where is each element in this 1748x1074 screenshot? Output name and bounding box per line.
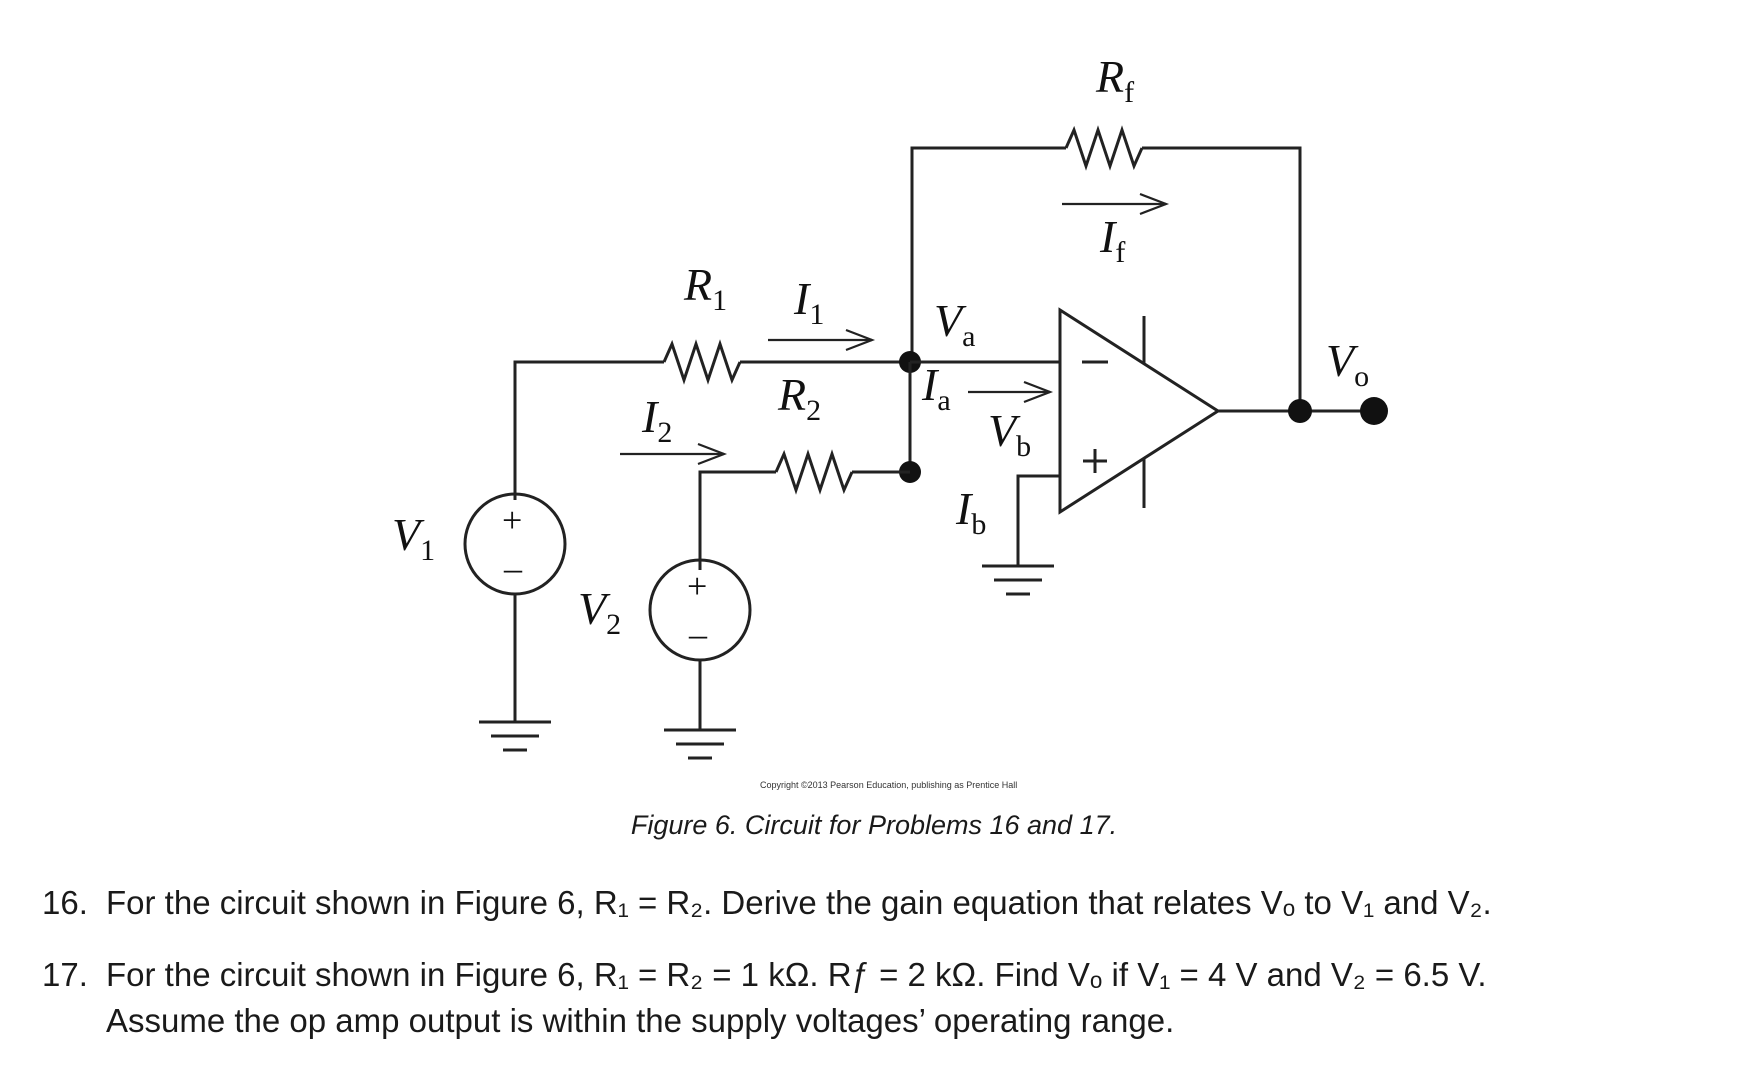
problem-text-continued: Assume the op amp output is within the s… [106, 1002, 1175, 1039]
problem-text: For the circuit shown in Figure 6, R₁ = … [106, 956, 1487, 993]
v1-minus-sign: – [503, 548, 523, 588]
figure-caption: Figure 6. Circuit for Problems 16 and 17… [630, 810, 1118, 840]
label-v2: V2 [578, 583, 621, 641]
problem-17: 17. For the circuit shown in Figure 6, R₁… [42, 952, 1722, 1044]
problem-16: 16. For the circuit shown in Figure 6, R₁… [42, 880, 1722, 926]
vb-ground-path [982, 474, 1060, 596]
label-r2: R2 [777, 369, 821, 427]
r1-branch [513, 339, 910, 500]
problem-number: 17. [42, 956, 88, 993]
v2-plus-sign: + [687, 566, 707, 606]
label-r1: R1 [683, 259, 727, 317]
label-ia: Ia [921, 359, 951, 417]
r2-branch [698, 449, 910, 570]
i2-arrow [620, 442, 728, 466]
label-i1: I1 [793, 273, 824, 331]
label-if: If [1099, 211, 1125, 269]
output-terminal [1360, 397, 1388, 425]
ia-arrow [968, 380, 1054, 404]
label-ib: Ib [955, 483, 986, 541]
i1-arrow [768, 328, 876, 352]
circuit-diagram: Rf If R1 I1 Va Ia R2 I2 Vb Ib Vo V1 V2 +… [392, 51, 1388, 760]
label-rf: Rf [1095, 51, 1134, 109]
problem-number: 16. [42, 884, 88, 921]
if-arrow [1062, 192, 1170, 216]
v2-minus-sign: – [688, 614, 708, 654]
label-v1: V1 [392, 509, 435, 567]
copyright-notice: Copyright ©2013 Pearson Education, publi… [760, 780, 1018, 790]
label-va: Va [934, 295, 975, 353]
v2-source [648, 558, 752, 760]
problem-text: For the circuit shown in Figure 6, R₁ = … [106, 884, 1492, 921]
output-path [1218, 397, 1388, 425]
v1-source [463, 492, 567, 752]
label-vb: Vb [988, 405, 1031, 463]
feedback-path [910, 125, 1302, 410]
op-amp [1058, 307, 1221, 515]
v1-plus-sign: + [502, 500, 522, 540]
label-i2: I2 [641, 391, 672, 449]
label-vo: Vo [1326, 335, 1369, 393]
